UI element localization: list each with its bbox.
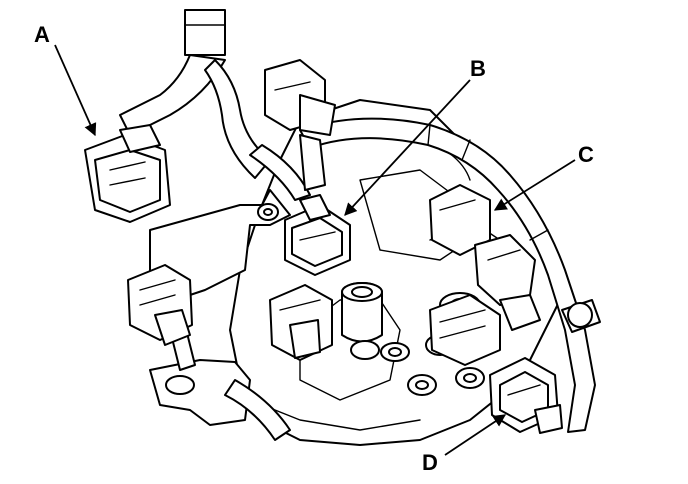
casting-boss bbox=[455, 367, 485, 389]
callout-arrows bbox=[54, 44, 576, 456]
callout-label-c: C bbox=[578, 142, 594, 167]
casting-boss bbox=[350, 340, 380, 360]
callout-label-a: A bbox=[34, 22, 50, 47]
arrow-c bbox=[493, 159, 576, 211]
arrow-a bbox=[54, 44, 97, 137]
harness-bracket bbox=[149, 189, 291, 426]
callout-label-b: B bbox=[470, 56, 486, 81]
connector-b bbox=[284, 194, 351, 276]
casting-boss bbox=[380, 342, 410, 362]
connector-right-lower bbox=[429, 294, 501, 366]
connector-left-middle bbox=[127, 264, 193, 346]
casting-boss bbox=[407, 374, 437, 396]
wiring-harness bbox=[119, 9, 601, 441]
arrow-d bbox=[444, 414, 507, 456]
connector-lower-middle bbox=[269, 284, 333, 361]
casting-boss bbox=[341, 282, 383, 343]
callout-label-d: D bbox=[422, 450, 438, 475]
connector-a bbox=[84, 124, 171, 223]
connector-c bbox=[429, 184, 541, 331]
connector-top bbox=[264, 59, 336, 191]
connector-d bbox=[489, 357, 563, 434]
arrow-b bbox=[344, 79, 471, 216]
